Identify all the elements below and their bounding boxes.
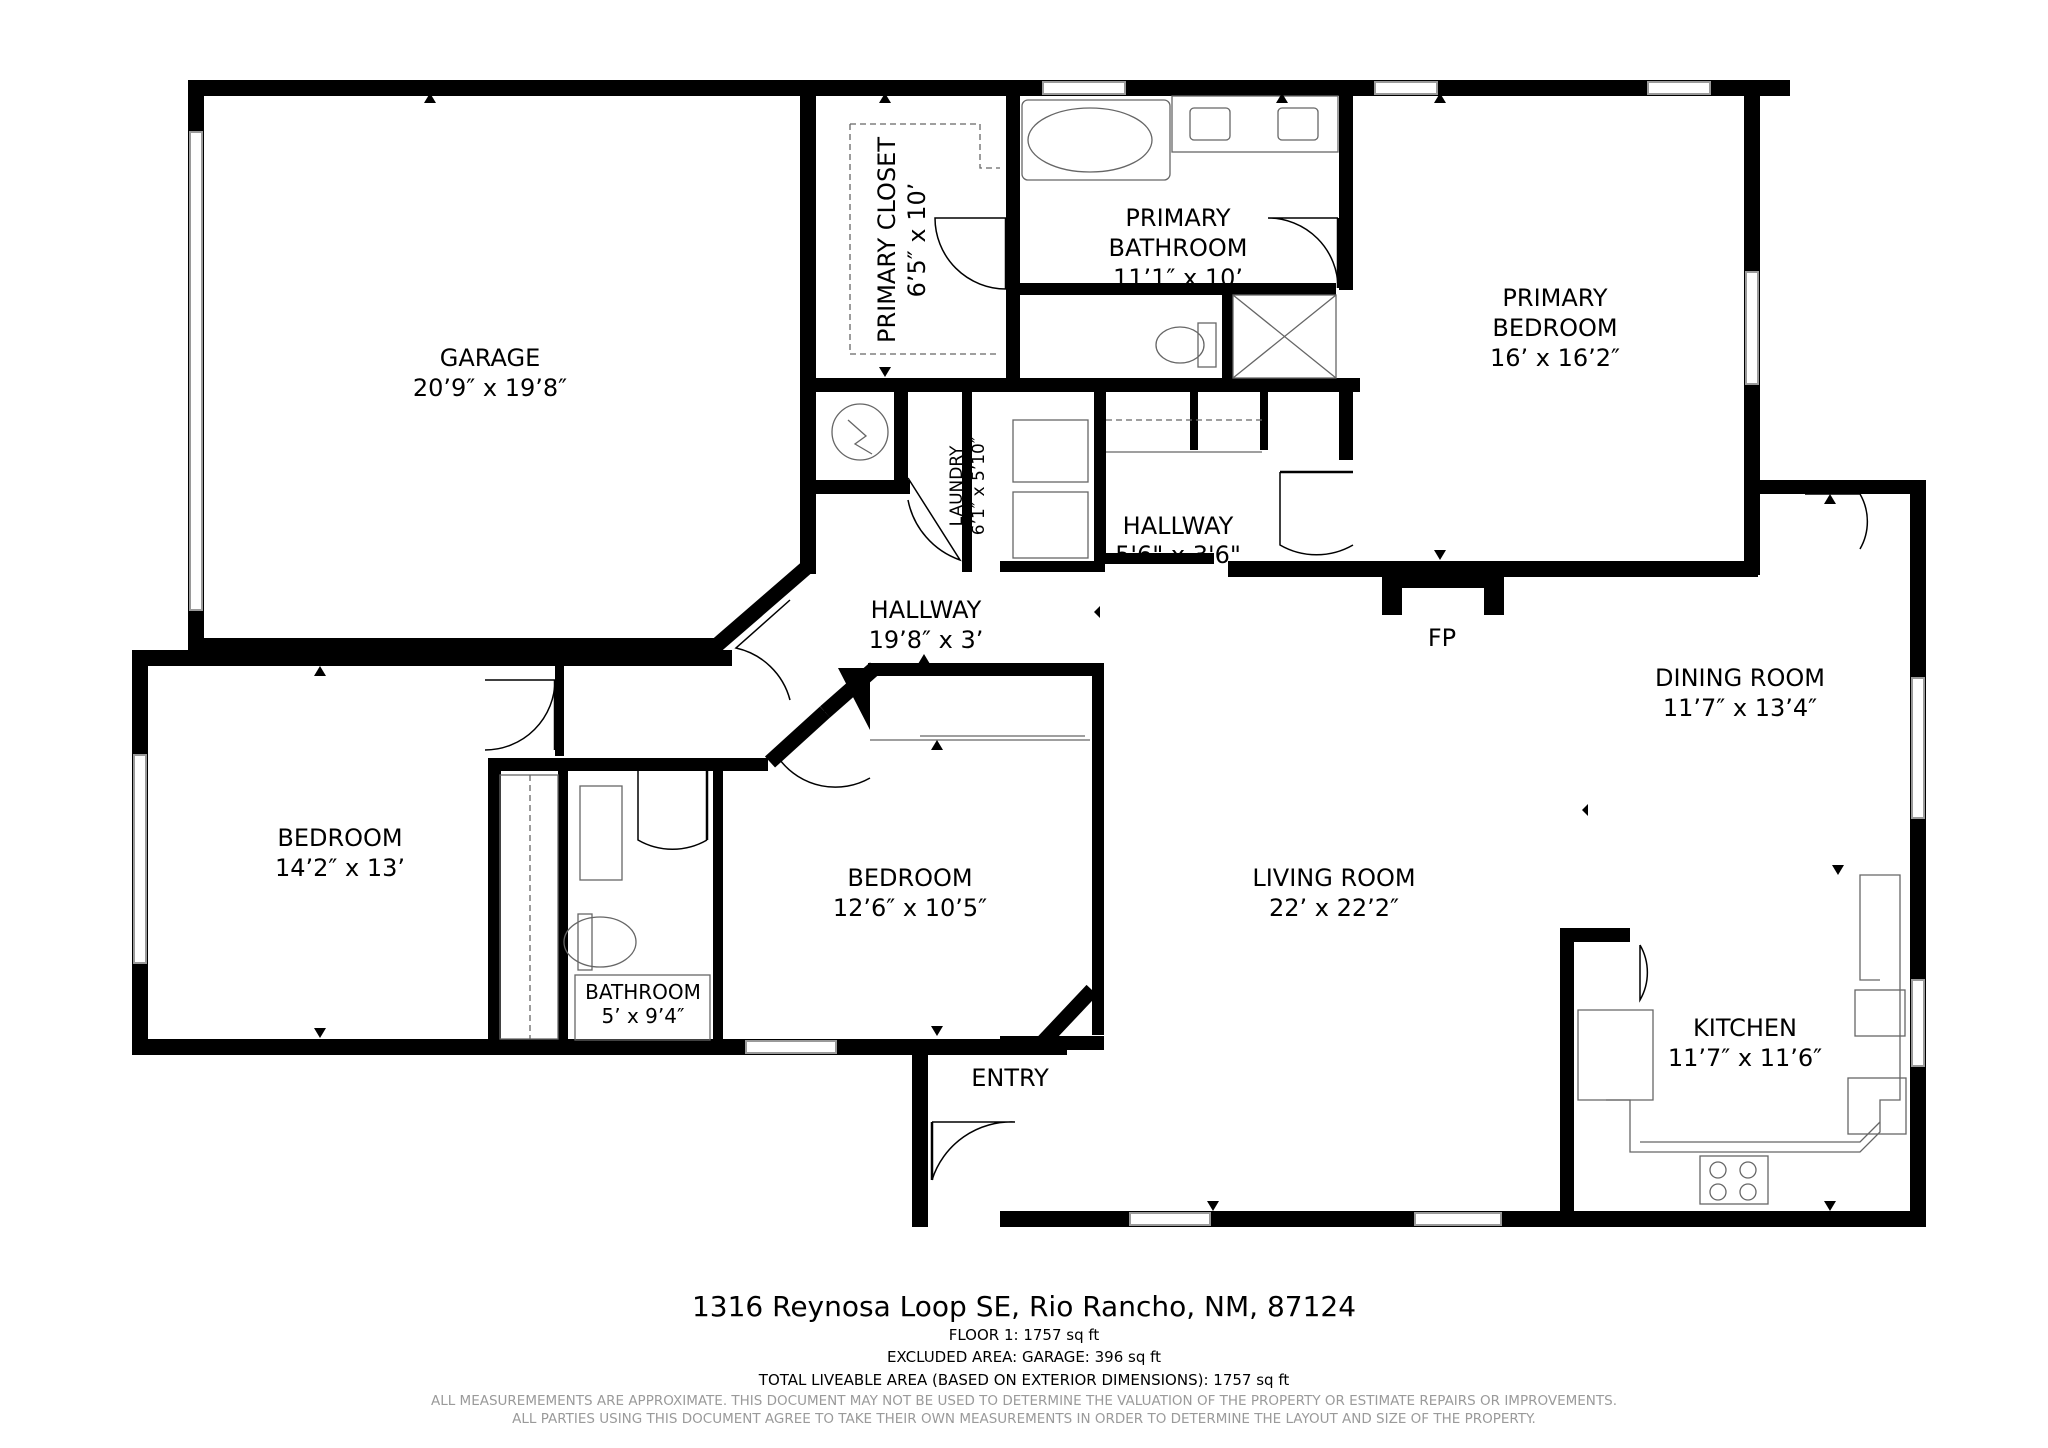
primary-closet-dims: 6’5″ x 10’	[903, 183, 931, 298]
living-room-dims: 22’ x 22’2″	[1269, 894, 1399, 922]
room-hallway-main: HALLWAY 19’8″ x 3’	[869, 596, 984, 654]
disclaimer-line-2: ALL PARTIES USING THIS DOCUMENT AGREE TO…	[512, 1411, 1536, 1427]
walls	[132, 80, 1926, 1227]
bedroom-left-name: BEDROOM	[277, 824, 402, 852]
room-garage: GARAGE 20’9″ x 19’8″	[413, 344, 567, 402]
hallway-main-dims: 19’8″ x 3’	[869, 626, 984, 654]
windows	[133, 81, 1925, 1226]
room-bedroom-left: BEDROOM 14’2″ x 13’	[275, 824, 405, 882]
kitchen-dims: 11’7″ x 11’6″	[1668, 1044, 1822, 1072]
bathroom-dims: 5’ x 9’4″	[602, 1004, 685, 1028]
room-primary-closet: PRIMARY CLOSET 6’5″ x 10’	[873, 137, 931, 343]
room-markers	[314, 93, 1844, 1211]
excluded-area: EXCLUDED AREA: GARAGE: 396 sq ft	[886, 1348, 1162, 1366]
garage-dims: 20’9″ x 19’8″	[413, 374, 567, 402]
disclaimer-line-1: ALL MEASUREMEMENTS ARE APPROXIMATE. THIS…	[430, 1393, 1618, 1409]
doors	[484, 217, 1869, 1181]
hallway-main-name: HALLWAY	[871, 596, 982, 624]
bathroom-name: BATHROOM	[585, 980, 701, 1004]
living-room-name: LIVING ROOM	[1252, 864, 1415, 892]
fireplace-label: FP	[1428, 624, 1456, 652]
wall-corner-notch	[838, 668, 870, 730]
primary-bathroom-dims: 11’1″ x 10’	[1113, 264, 1243, 292]
dining-room-name: DINING ROOM	[1655, 664, 1825, 692]
bedroom-left-dims: 14’2″ x 13’	[275, 854, 405, 882]
primary-bedroom-name1: PRIMARY	[1502, 284, 1607, 312]
primary-bedroom-name2: BEDROOM	[1492, 314, 1617, 342]
fixtures	[499, 95, 1907, 1205]
total-area: TOTAL LIVEABLE AREA (BASED ON EXTERIOR D…	[758, 1371, 1290, 1389]
kitchen-name: KITCHEN	[1693, 1014, 1797, 1042]
room-bathroom: BATHROOM 5’ x 9’4″	[585, 980, 701, 1028]
room-hallway-small: HALLWAY 5'6" x 3'6"	[1115, 512, 1241, 569]
hallway-small-dims: 5'6" x 3'6"	[1115, 541, 1241, 569]
room-primary-bathroom: PRIMARY BATHROOM 11’1″ x 10’	[1109, 204, 1248, 292]
primary-bathroom-name1: PRIMARY	[1125, 204, 1230, 232]
room-living: LIVING ROOM 22’ x 22’2″	[1252, 864, 1415, 922]
room-bedroom-mid: BEDROOM 12’6″ x 10’5″	[833, 864, 987, 922]
primary-bedroom-dims: 16’ x 16’2″	[1490, 344, 1620, 372]
dining-room-dims: 11’7″ x 13’4″	[1663, 694, 1817, 722]
room-kitchen: KITCHEN 11’7″ x 11’6″	[1668, 1014, 1822, 1072]
room-laundry: LAUNDRY 6’1″ x 5’10″	[947, 437, 989, 535]
room-primary-bedroom: PRIMARY BEDROOM 16’ x 16’2″	[1490, 284, 1620, 372]
garage-name: GARAGE	[440, 344, 540, 372]
floor-area: FLOOR 1: 1757 sq ft	[948, 1326, 1100, 1344]
property-address: 1316 Reynosa Loop SE, Rio Rancho, NM, 87…	[691, 1290, 1357, 1323]
entry-label: ENTRY	[971, 1064, 1049, 1092]
bedroom-mid-name: BEDROOM	[847, 864, 972, 892]
bedroom-mid-dims: 12’6″ x 10’5″	[833, 894, 987, 922]
hallway-small-name: HALLWAY	[1123, 512, 1234, 540]
door-leaves	[553, 218, 1353, 1180]
primary-bathroom-name2: BATHROOM	[1109, 234, 1248, 262]
primary-closet-name: PRIMARY CLOSET	[873, 137, 901, 343]
room-dining: DINING ROOM 11’7″ x 13’4″	[1655, 664, 1825, 722]
laundry-dims: 6’1″ x 5’10″	[969, 437, 989, 535]
laundry-name: LAUNDRY	[947, 445, 967, 526]
